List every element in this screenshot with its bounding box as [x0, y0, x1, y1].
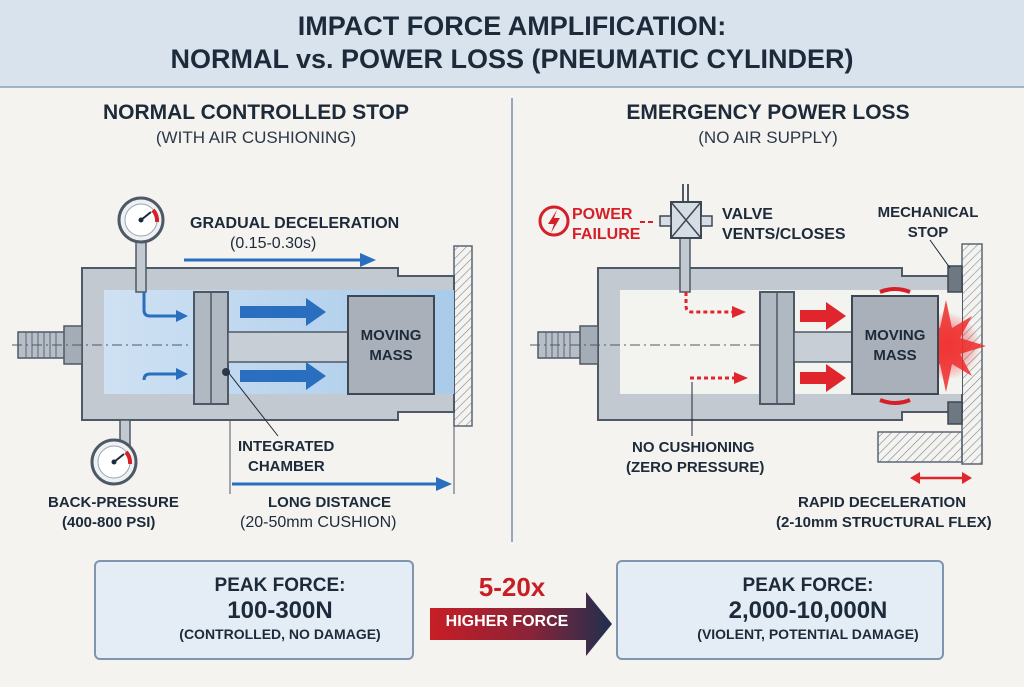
left-piston-rod [227, 331, 349, 363]
gradual-deceleration-label: GRADUAL DECELERATION [190, 215, 400, 232]
normal-peak-force-box [94, 560, 414, 660]
right-panel-title: EMERGENCY POWER LOSS [626, 101, 910, 124]
title-line-2: NORMAL vs. POWER LOSS (PNEUMATIC CYLINDE… [170, 44, 854, 74]
back-pressure-label: BACK-PRESSURE [48, 494, 179, 511]
valve-label-2: VENTS/CLOSES [722, 226, 846, 243]
mechanical-stop-bottom [947, 401, 963, 425]
emergency-peak-force-box [616, 560, 944, 660]
mechanical-stop-label-2: STOP [907, 224, 949, 241]
left-mass-label-1: MOVING [360, 327, 422, 344]
right-flow-arrow-top [800, 302, 846, 330]
integrated-chamber-label-1: INTEGRATED [238, 438, 335, 455]
mechanical-stop-top [947, 265, 963, 293]
rapid-deceleration-label-2: (2-10mm STRUCTURAL FLEX) [776, 514, 992, 531]
gradual-deceleration-time: (0.15-0.30s) [230, 235, 317, 252]
right-mass-label-2: MASS [873, 347, 917, 364]
pressure-gauge-bottom-icon [90, 438, 138, 486]
power-failure-label-1: POWER [572, 206, 633, 223]
higher-force-label: HIGHER FORCE [445, 613, 569, 630]
panel-divider [511, 98, 513, 542]
right-mass-label-1: MOVING [864, 327, 926, 344]
left-panel-title: NORMAL CONTROLLED STOP [102, 101, 410, 124]
right-moving-mass [851, 295, 939, 395]
normal-peak-force-text: PEAK FORCE: 100-300N (CONTROLLED, NO DAM… [140, 574, 420, 644]
normal-peak-force-value: 100-300N [227, 597, 333, 624]
right-piston-rod [793, 331, 853, 363]
emergency-peak-force-value: 2,000-10,000N [728, 597, 888, 624]
pressure-gauge-top-icon [117, 196, 165, 244]
right-flow-arrow-bottom [800, 364, 846, 392]
power-failure-label-2: FAILURE [572, 226, 641, 243]
back-pressure-value: (400-800 PSI) [62, 514, 156, 531]
left-flow-arrow-bottom [240, 362, 326, 390]
right-floor [877, 431, 963, 463]
left-cylinder [12, 196, 473, 494]
left-moving-mass [347, 295, 435, 395]
valve-label-1: VALVE [722, 206, 773, 223]
emergency-peak-force-text: PEAK FORCE: 2,000-10,000N (VIOLENT, POTE… [680, 574, 936, 644]
no-cushioning-label-2: (ZERO PRESSURE) [626, 459, 765, 476]
emergency-peak-force-note: (VIOLENT, POTENTIAL DAMAGE) [697, 626, 919, 642]
normal-peak-force-head: PEAK FORCE: [214, 575, 346, 596]
normal-peak-force-note: (CONTROLLED, NO DAMAGE) [179, 626, 381, 642]
long-distance-value: (20-50mm CUSHION) [240, 514, 397, 531]
power-failure-icon [538, 205, 570, 237]
right-cylinder [530, 184, 986, 484]
left-flow-arrow-top [240, 298, 326, 326]
title-banner: IMPACT FORCE AMPLIFICATION: NORMAL vs. P… [0, 0, 1024, 88]
emergency-peak-force-head: PEAK FORCE: [742, 575, 874, 596]
left-mass-label-2: MASS [369, 347, 413, 364]
valve-icon [659, 201, 713, 239]
higher-force-arrow [430, 592, 612, 656]
rapid-deceleration-label-1: RAPID DECELERATION [798, 494, 967, 511]
no-cushioning-label-1: NO CUSHIONING [632, 439, 755, 456]
mechanical-stop-label-1: MECHANICAL [877, 204, 979, 221]
left-wall [453, 245, 473, 427]
long-distance-label: LONG DISTANCE [268, 494, 392, 511]
force-multiplier: 5-20x [478, 572, 546, 602]
right-panel-subtitle: (NO AIR SUPPLY) [698, 128, 838, 147]
title-line-1: IMPACT FORCE AMPLIFICATION: [297, 11, 727, 41]
left-panel-subtitle: (WITH AIR CUSHIONING) [155, 128, 357, 147]
integrated-chamber-label-2: CHAMBER [248, 458, 325, 475]
